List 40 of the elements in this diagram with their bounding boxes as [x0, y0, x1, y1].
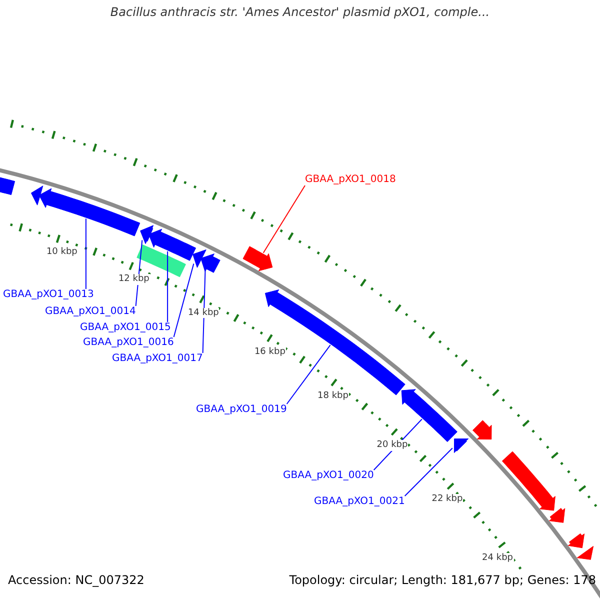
gene-feature: [200, 254, 220, 273]
scale-label: 22 kbp: [431, 494, 464, 505]
gene-label: GBAA_pXO1_0015: [80, 322, 171, 334]
gene-feature: [30, 186, 44, 206]
gene-feature: [576, 546, 594, 560]
gene-label: GBAA_pXO1_0017: [112, 353, 203, 364]
gene-feature: [568, 533, 585, 548]
leader-line: [173, 263, 194, 338]
gene-feature: [148, 228, 196, 261]
gene-label: GBAA_pXO1_0019: [196, 404, 287, 416]
scale-label: 20 kbp: [376, 440, 408, 450]
gene-label: GBAA_pXO1_0020: [283, 470, 374, 482]
scale-label: 18 kbp: [317, 390, 350, 402]
gene-label: GBAA_pXO1_0013: [3, 289, 94, 300]
leader-line: [404, 448, 453, 496]
scale-label: 14 kbp: [187, 308, 220, 318]
scale-label: 12 kbp: [118, 274, 150, 285]
scale-label: 16 kbp: [254, 346, 286, 357]
footer-text: Topology: circular; Length: 181,677 bp; Genes: 178: [289, 574, 596, 588]
leader-line: [85, 218, 86, 290]
footer-text: Accession: NC_007322: [8, 574, 144, 588]
gene-feature: [548, 508, 566, 523]
title: Bacillus anthracis str. 'Ames Ancestor' plasmid pXO1, comple...: [109, 6, 491, 20]
gene-label: GBAA_pXO1_0021: [314, 496, 405, 508]
gene-feature: [502, 451, 556, 511]
leader-line: [286, 344, 331, 404]
leader-line: [202, 268, 206, 354]
leader-line: [167, 250, 168, 322]
gene-feature: [454, 438, 469, 454]
leader-line: [262, 185, 306, 254]
gene-label: GBAA_pXO1_0014: [45, 306, 136, 318]
gene-label: GBAA_pXO1_0018: [305, 174, 396, 186]
gene-feature: [242, 246, 273, 272]
scale-label: 24 kbp: [482, 552, 514, 563]
scale-label: 10 kbp: [46, 246, 78, 258]
gene-feature: [140, 225, 154, 244]
gene-label: GBAA_pXO1_0016: [83, 337, 174, 348]
gene-feature: [38, 188, 140, 236]
gene-feature: [472, 420, 492, 440]
gene-feature: [192, 249, 206, 268]
